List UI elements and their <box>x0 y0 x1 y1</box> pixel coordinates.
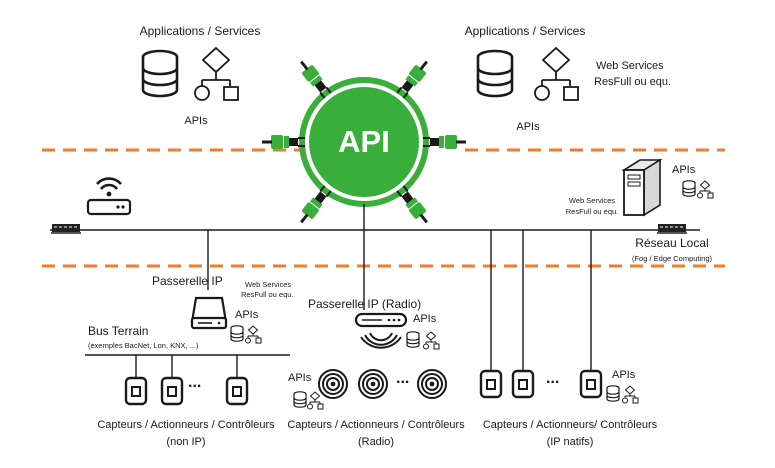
top-left-title: Applications / Services <box>139 24 261 38</box>
radio-sensor-icon <box>358 369 388 399</box>
flowchart-icon <box>697 180 714 199</box>
group-ip-native-line2: (IP natifs) <box>546 436 594 448</box>
flowchart-icon <box>622 385 639 404</box>
ip-gateway-web-services-sub: ResFull ou equ. <box>241 290 294 299</box>
database-icon <box>141 49 179 98</box>
ip-sensors-apis-label: APIs <box>612 369 636 381</box>
ellipsis-radio: ... <box>396 370 410 387</box>
top-right-title: Applications / Services <box>464 24 586 38</box>
local-server-web-services-label: Web Services <box>568 196 616 205</box>
group-non-ip-line1: Capteurs / Actionneurs / Contrôleurs <box>97 419 275 431</box>
group-radio-line2: (Radio) <box>357 436 395 448</box>
radio-gateway-icon <box>354 312 408 349</box>
api-hub-label: API <box>338 124 390 159</box>
sensor-icon <box>160 376 184 406</box>
radio-sensor-icon <box>417 369 447 399</box>
local-network-label: Réseau Local <box>635 236 709 250</box>
local-network-sub: (Fog / Edge Computing) <box>631 254 713 263</box>
top-right-web-services-label: Web Services <box>596 60 664 72</box>
flowchart-icon <box>307 391 324 410</box>
database-icon <box>293 391 307 408</box>
group-ip-native-line1: Capteurs / Actionneurs/ Contrôleurs <box>482 419 658 431</box>
top-right-web-services-sub: ResFull ou equ. <box>594 76 672 88</box>
radio-gateway-apis-label: APIs <box>413 313 437 325</box>
group-non-ip-line2: (non IP) <box>166 436 206 448</box>
network-switch-icon <box>50 223 82 235</box>
field-bus-label: Bus Terrain <box>88 324 149 338</box>
database-icon <box>230 325 244 342</box>
radio-sensors-apis-label: APIs <box>288 372 312 384</box>
ip-gateway-apis-label: APIs <box>235 309 259 321</box>
local-server-apis-label: APIs <box>672 164 696 176</box>
group-radio-line1: Capteurs / Actionneurs / Contrôleurs <box>287 419 465 431</box>
api-hub-icon <box>262 57 466 227</box>
top-left-apis-label: APIs <box>184 115 208 127</box>
database-icon <box>606 385 620 402</box>
radio-sensor-icon <box>318 369 348 399</box>
database-icon <box>476 49 514 98</box>
flowchart-icon <box>423 331 440 350</box>
local-server-web-services-sub: ResFull ou equ. <box>565 207 619 216</box>
flowchart-icon <box>194 47 239 101</box>
sensor-icon <box>579 369 603 399</box>
ip-gateway-label: Passerelle IP <box>152 274 223 288</box>
flowchart-icon <box>534 47 579 101</box>
ip-gateway-web-services-label: Web Services <box>245 280 292 289</box>
top-right-apis-label: APIs <box>516 121 540 133</box>
sensor-icon <box>124 376 148 406</box>
server-tower-icon <box>621 158 663 217</box>
sensor-icon <box>479 369 503 399</box>
database-icon <box>406 331 420 348</box>
sensor-icon <box>225 376 249 406</box>
ip-gateway-icon <box>190 296 228 330</box>
wifi-router-icon <box>86 177 132 216</box>
network-switch-icon <box>656 223 688 235</box>
ellipsis-ip-native: ... <box>546 370 560 387</box>
field-bus-examples: (exemples BacNet, Lon, KNX, ...) <box>88 341 199 350</box>
ellipsis-non-ip: ... <box>188 374 202 391</box>
sensor-icon <box>511 369 535 399</box>
database-icon <box>682 180 696 197</box>
radio-gateway-label: Passerelle IP (Radio) <box>308 297 422 311</box>
flowchart-icon <box>245 325 262 344</box>
